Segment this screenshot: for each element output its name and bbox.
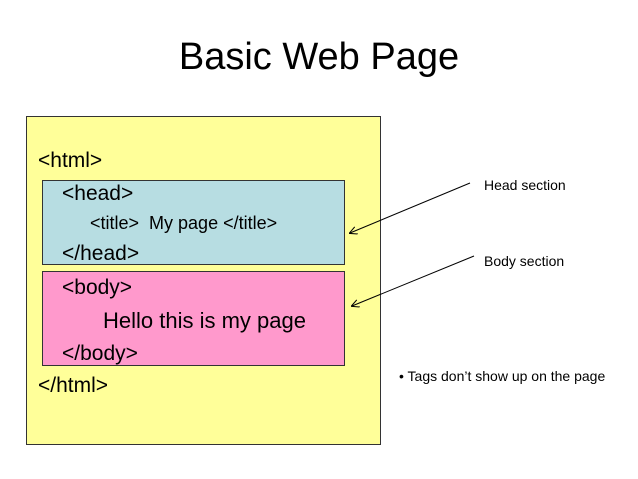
html-open-tag: <html> xyxy=(38,149,103,172)
body-section-label: Body section xyxy=(484,253,565,269)
html-close-tag: </html> xyxy=(38,374,109,397)
head-section-label: Head section xyxy=(484,177,566,193)
slide-title: Basic Web Page xyxy=(178,36,460,78)
body-content-text: Hello this is my page xyxy=(103,308,306,333)
tags-note: • Tags don’t show up on the page xyxy=(399,368,606,384)
body-section-box xyxy=(42,271,345,366)
body-close-tag: </body> xyxy=(62,342,138,365)
head-section-arrow xyxy=(350,182,471,233)
head-close-tag: </head> xyxy=(62,242,140,265)
head-open-tag: <head> xyxy=(62,182,134,205)
body-section-arrow xyxy=(352,255,475,306)
body-open-tag: <body> xyxy=(62,276,133,299)
head-section-box xyxy=(42,180,345,265)
title-tag-line: <title> My page </title> xyxy=(90,213,278,233)
